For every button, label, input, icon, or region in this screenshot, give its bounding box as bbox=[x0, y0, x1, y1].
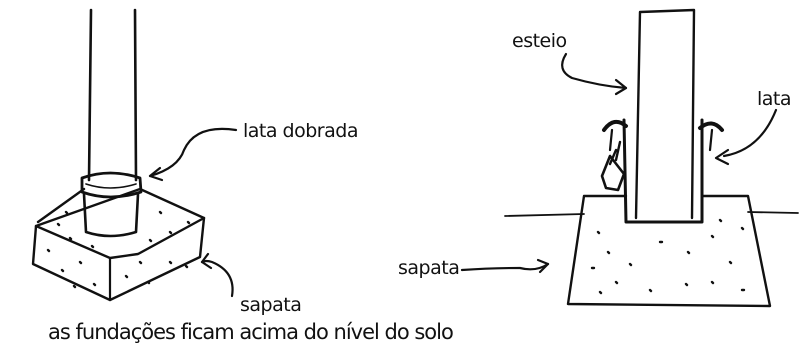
right-footing bbox=[566, 194, 772, 308]
figure-caption: as fundações ficam acima do nível do sol… bbox=[48, 320, 454, 344]
left-post bbox=[87, 8, 138, 182]
right-post bbox=[634, 8, 696, 220]
label-right-sapata: sapata bbox=[398, 257, 460, 279]
left-post-assembly bbox=[31, 8, 238, 302]
label-lata: lata bbox=[757, 88, 792, 110]
arrow-esteio bbox=[561, 52, 628, 90]
label-left-sapata: sapata bbox=[240, 294, 302, 316]
arrow-right-sapata bbox=[460, 262, 550, 272]
label-lata-dobrada: lata dobrada bbox=[243, 120, 358, 142]
arrow-lata bbox=[722, 108, 778, 158]
left-footing bbox=[34, 187, 206, 260]
arrow-lata-dobrada bbox=[148, 127, 238, 178]
arrow-left-sapata bbox=[200, 259, 234, 298]
ground-line bbox=[504, 211, 799, 217]
left-can-collar bbox=[80, 171, 143, 199]
label-esteio: esteio bbox=[512, 30, 567, 52]
right-post-assembly bbox=[460, 8, 799, 308]
